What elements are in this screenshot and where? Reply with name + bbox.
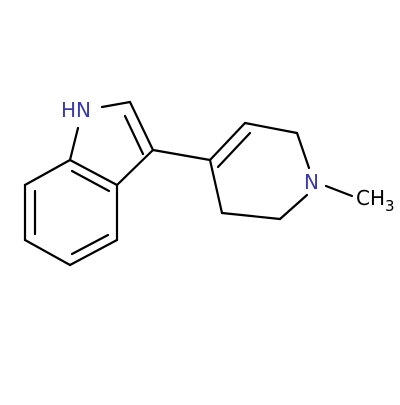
bond-c3prime-c2prime (243, 121, 299, 135)
n-atom-label: N (304, 170, 319, 194)
bond-c7a-c7 (23, 158, 72, 187)
double-bond-c4prime-c3prime (216, 131, 252, 169)
methyl-ch-text: CH (356, 186, 385, 210)
atom-label-layer: HN N CH3 (61, 98, 395, 215)
bond-c3-c3a (115, 148, 155, 187)
bond-c7a-n1 (68, 126, 80, 162)
bond-n-methyl (324, 184, 354, 198)
bond-c5-c4 (68, 238, 119, 267)
double-bond-c5-c4 (70, 233, 110, 256)
nh-atom-label: HN (61, 98, 91, 122)
bond-n-c6prime (278, 193, 309, 221)
bond-n1-c2 (100, 100, 132, 109)
methyl-label: CH3 (356, 186, 395, 215)
double-bond-c2-c3 (123, 114, 145, 156)
bond-c2prime-n (295, 131, 311, 170)
bond-c3a-c7a (68, 158, 119, 187)
double-bond-c3a-c7a (70, 169, 111, 193)
bond-c5prime-c4prime (208, 158, 224, 215)
bond-c2-c3 (128, 100, 155, 152)
bond-layer (23, 100, 354, 267)
bond-c3-c4prime (151, 148, 212, 162)
bond-c6-c5 (23, 238, 72, 267)
bond-c6prime-c5prime (220, 211, 282, 221)
bond-c4prime-c3prime (208, 121, 247, 162)
methyl-subscript: 3 (385, 197, 395, 215)
